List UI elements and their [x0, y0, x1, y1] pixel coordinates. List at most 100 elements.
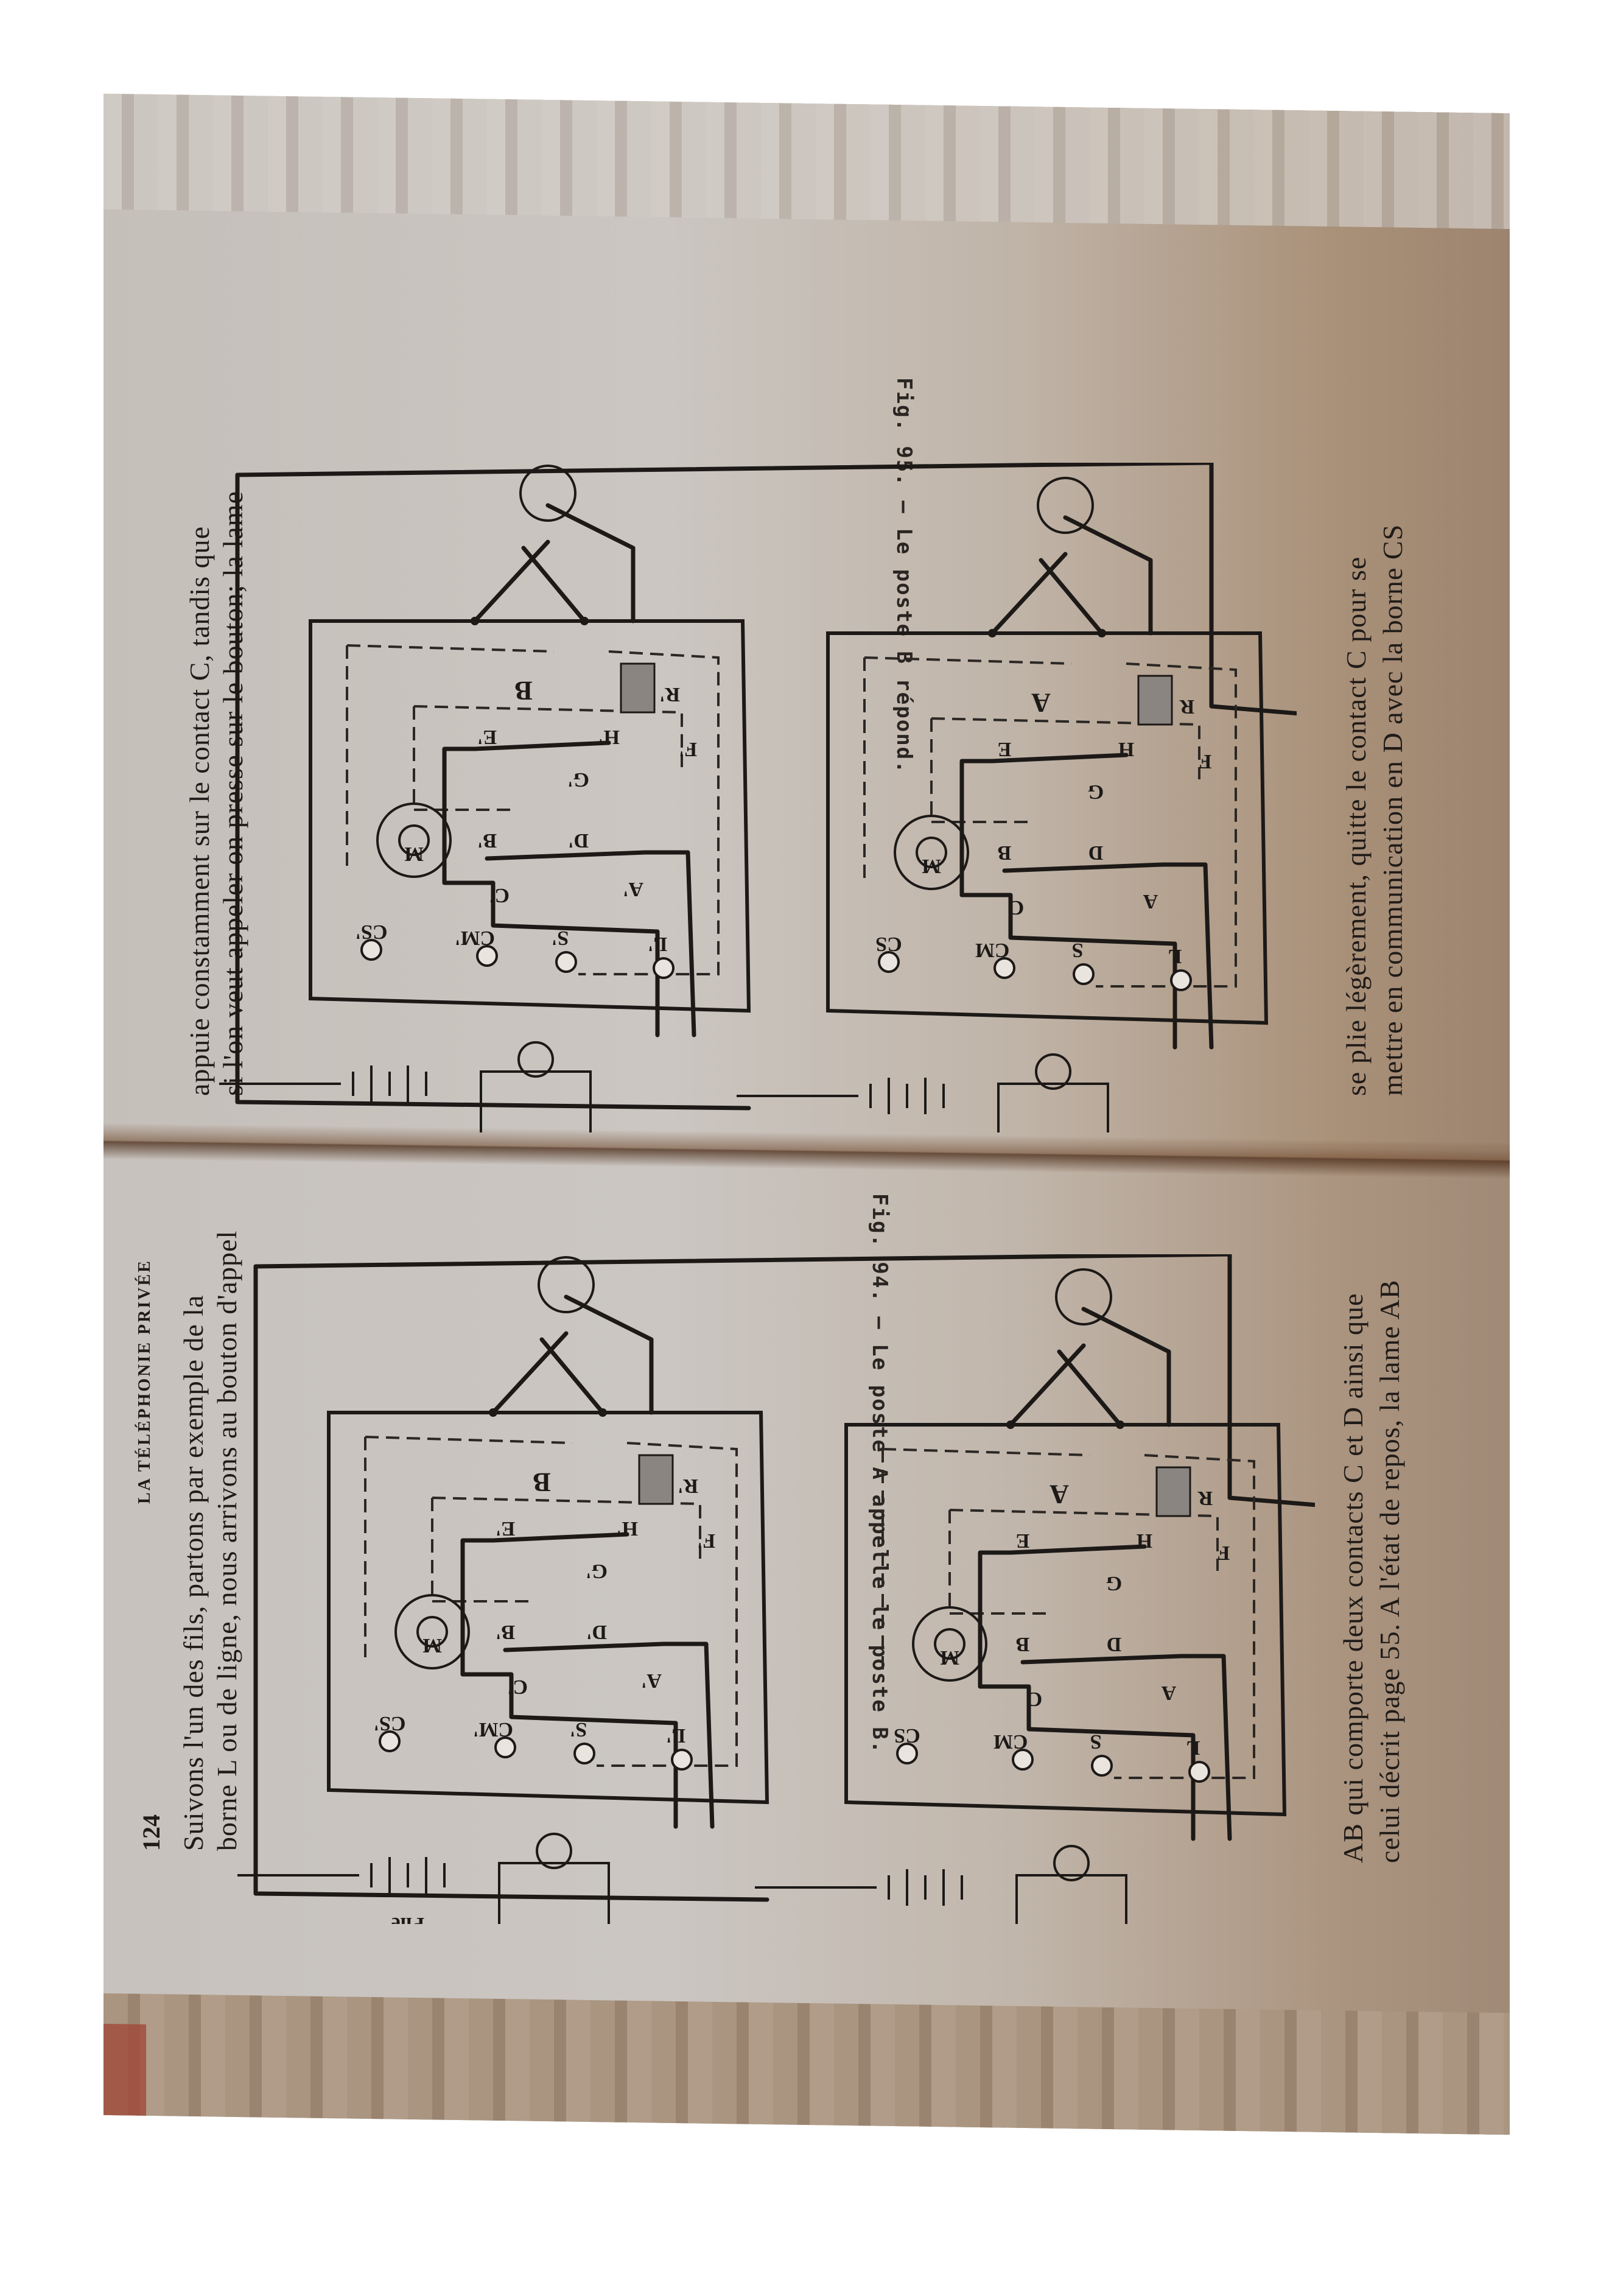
line-wire [253, 1264, 769, 1902]
label-s: S' [570, 1718, 587, 1741]
line-wire [253, 1254, 1315, 1508]
label-r: R [1197, 1487, 1213, 1509]
junction-dot [580, 617, 589, 625]
dashed-circuit [881, 1448, 1255, 1779]
circuit-wire [643, 850, 696, 1037]
bell-box-icon [498, 1862, 610, 1924]
handset-cord [491, 1294, 654, 1415]
terminal-screw [379, 1730, 401, 1752]
terminal-screw [494, 1736, 516, 1758]
page-edges-top [103, 93, 1510, 230]
junction-dot [988, 629, 997, 637]
left-bottom-text-line-2: celui décrit page 55. A l'état de repos,… [1374, 1279, 1405, 1863]
station-name: A [1050, 1480, 1069, 1509]
label-r: R' [659, 683, 680, 706]
bell-box-icon [997, 1083, 1109, 1132]
junction-dot [1006, 1420, 1015, 1429]
label-cm: CM' [473, 1718, 513, 1741]
label-c: C' [489, 884, 510, 907]
receiver-icon [1155, 1466, 1191, 1517]
label-d: D [1107, 1633, 1122, 1655]
magneto-icon [394, 1594, 470, 1669]
receiver-icon [620, 662, 656, 714]
terminal-screw [1188, 1761, 1210, 1783]
label-a: A' [623, 878, 643, 900]
magneto-inner [916, 837, 947, 868]
label-f: F' [679, 738, 697, 760]
label-c: C' [507, 1676, 528, 1698]
label-a: A [1143, 890, 1158, 913]
dashed-circuit [948, 1509, 1219, 1615]
bell-box-icon [480, 1070, 592, 1132]
terminal-screw [573, 1743, 595, 1764]
right-bottom-text-line-2: mettre en communication en D avec la bor… [1377, 524, 1408, 1096]
circuit-wire [661, 1641, 715, 1829]
circuit-wire [959, 759, 1177, 1050]
label-e: E [1016, 1529, 1030, 1552]
battery-label: Pile [391, 1913, 425, 1924]
label-l: L' [666, 1724, 685, 1747]
station-box [327, 1411, 769, 1805]
label-cm: CM [993, 1730, 1028, 1753]
bell-icon [1053, 1845, 1090, 1881]
label-b: B' [496, 1621, 515, 1643]
magneto-icon [894, 815, 969, 890]
magneto-inner [398, 824, 430, 856]
receiver-icon [638, 1454, 674, 1505]
terminal-screw [555, 951, 577, 973]
circuit-wire [978, 1550, 1196, 1841]
right-bottom-text-line-1: se plie légèrement, quitte le contact C … [1340, 556, 1372, 1096]
label-f: F' [697, 1529, 715, 1552]
label-s: S' [552, 927, 569, 949]
terminal-screw [896, 1743, 918, 1764]
dashed-circuit [863, 656, 1237, 988]
label-h: H' [598, 726, 620, 748]
junction-dot [471, 617, 479, 625]
bell-icon [536, 1833, 572, 1869]
handset-loop [1055, 1268, 1112, 1325]
label-s: S [1090, 1730, 1102, 1753]
magneto-inner [934, 1628, 965, 1660]
label-cs: CS' [374, 1712, 406, 1735]
station-b: MR'F'H'E'G'D'B'C'A'CS'CM'S'L'B [219, 465, 751, 1132]
lever [491, 1532, 666, 1652]
magneto-label: M [940, 1646, 959, 1669]
label-h: H [1118, 738, 1134, 760]
magneto-icon [376, 802, 452, 878]
label-r: R [1179, 695, 1194, 718]
junction-dot [598, 1408, 607, 1417]
terminal-screw [1073, 963, 1095, 985]
label-g: G' [586, 1560, 608, 1582]
lever [472, 740, 648, 861]
label-cs: CS [875, 933, 902, 955]
station-name: A [1031, 688, 1051, 718]
circuit-wire [460, 1538, 678, 1829]
label-g: G' [567, 768, 589, 791]
left-bottom-text-line-1: AB qui comporte deux contacts C et D ain… [1337, 1293, 1368, 1863]
terminal-screw [1012, 1749, 1034, 1771]
battery-icon [737, 1078, 945, 1114]
figure-94-diagram: MR'F'H'E'G'D'B'C'A'CS'CM'S'L'BPileMRFHEG… [237, 1254, 1315, 1924]
dashed-circuit [413, 705, 683, 811]
label-e: E [998, 738, 1012, 760]
terminal-screw [993, 957, 1015, 979]
dashed-circuit [346, 644, 720, 975]
label-b: B [998, 841, 1012, 864]
line-wire [235, 472, 751, 1111]
lever [1008, 1544, 1183, 1665]
label-r: R' [678, 1475, 698, 1497]
label-cm: CM' [455, 927, 495, 949]
junction-dot [1098, 629, 1106, 637]
station-box [826, 631, 1269, 1025]
label-d: D' [568, 829, 589, 852]
bell-icon [517, 1041, 554, 1078]
handset-cord [990, 515, 1153, 636]
label-a: A [1161, 1682, 1176, 1704]
terminal-screw [671, 1749, 693, 1771]
station-name: B [533, 1467, 550, 1497]
label-f: F [1218, 1542, 1230, 1564]
handset-loop [519, 465, 576, 522]
page-edges-bottom [103, 1993, 1510, 2135]
